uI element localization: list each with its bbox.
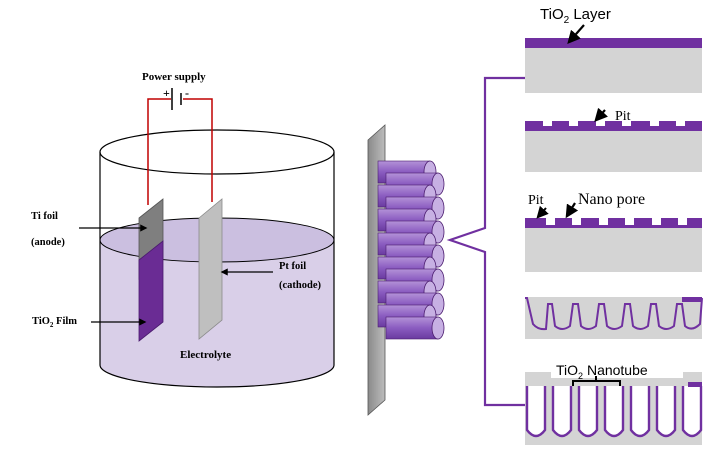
plus-sign: + xyxy=(163,86,170,100)
beaker-bottom xyxy=(99,364,335,388)
tio2-film-suffix: Film xyxy=(53,316,77,327)
pt-foil-text: Pt foil xyxy=(279,261,306,272)
stage-nanopore: Pit Nano pore xyxy=(525,186,702,272)
pit2-arrow xyxy=(536,205,549,219)
ti-foil-label-line2: (anode) xyxy=(31,237,65,248)
stage4-oxide-profile xyxy=(525,297,703,331)
nanotube-wall xyxy=(551,386,573,438)
stage-layer: TiO2 Layer xyxy=(525,6,702,93)
tio2-layer-sub: 2 xyxy=(564,15,570,26)
beaker-rim xyxy=(99,129,335,175)
nanotube-wall xyxy=(655,386,677,438)
tio2-film-label: TiO2 Film xyxy=(32,316,77,329)
stage1-oxide xyxy=(525,38,702,48)
pt-foil-label-line2: (cathode) xyxy=(279,280,321,291)
nanotube-opening xyxy=(431,316,445,340)
nanotube-brace xyxy=(572,376,621,386)
stage1-substrate xyxy=(525,47,702,93)
nanotube-array xyxy=(367,124,445,416)
nanotube-wall xyxy=(629,386,651,438)
pit-label-2: Pit xyxy=(528,193,544,208)
stage2-oxide xyxy=(525,121,702,131)
stage4-top-cap xyxy=(682,297,702,302)
pit-arrow xyxy=(594,107,608,122)
tio2-layer-suffix: Layer xyxy=(569,6,611,23)
growth-stages: TiO2 Layer Pit Pit Nano pore xyxy=(525,6,703,445)
nanotube-label-bg xyxy=(551,358,683,378)
electrolyte-label: Electrolyte xyxy=(180,349,231,361)
stage3-pore xyxy=(652,218,661,225)
pt-foil-label-line1: Pt foil xyxy=(279,261,306,272)
nano-pore-label: Nano pore xyxy=(578,191,645,208)
tube-bundle xyxy=(377,160,445,340)
stage3-pore xyxy=(678,218,687,225)
stage3-pore xyxy=(546,218,555,225)
pit-label: Pit xyxy=(615,109,631,124)
nanotube-wall xyxy=(525,386,547,438)
stage5-top-cap xyxy=(688,382,702,387)
stage-pit: Pit xyxy=(525,107,702,172)
cathode-plate xyxy=(198,198,223,340)
stage-nanotubes: TiO2 Nanotube xyxy=(525,358,703,445)
nanotube-wall xyxy=(577,386,599,438)
ti-foil-label-line1: Ti foil xyxy=(31,211,58,222)
tio2-layer-arrow xyxy=(567,24,585,44)
stage3-pore xyxy=(599,218,608,225)
tio2-nanotube-prefix: TiO xyxy=(556,362,578,378)
tio2-film-sub: 2 xyxy=(50,321,54,329)
tio2-nanotube-sub: 2 xyxy=(578,371,583,381)
stage-bracket xyxy=(446,76,525,407)
stage3-pore xyxy=(625,218,634,225)
nanotube-wall xyxy=(603,386,625,438)
tio2-nanotube-suffix: Nanotube xyxy=(583,362,648,378)
nanopore-arrow xyxy=(565,202,579,219)
stage2-substrate xyxy=(525,130,702,172)
stage5-tube-walls xyxy=(525,382,703,438)
nanopore-label-bg xyxy=(527,186,687,210)
minus-sign: - xyxy=(185,86,189,100)
tio2-layer-prefix: TiO xyxy=(540,6,564,23)
cathode-wire xyxy=(183,98,213,202)
stage-pore-growth xyxy=(525,297,703,339)
power-supply-label: Power supply xyxy=(142,71,206,83)
electrochemical-cell: Power supply + - Ti foil (anode) Pt foil… xyxy=(31,71,335,388)
tio2-nanotube-label: TiO2 Nanotube xyxy=(556,362,648,381)
tio2-film-prefix: TiO xyxy=(32,316,50,327)
stage3-pore xyxy=(572,218,581,225)
anode-plate-lower xyxy=(138,240,164,342)
nanotube-wall xyxy=(681,386,703,438)
tio2-layer-label: TiO2 Layer xyxy=(540,6,611,26)
nanotube-cylinder xyxy=(385,316,439,340)
stage3-substrate xyxy=(525,226,702,272)
anode-wire xyxy=(147,98,171,205)
